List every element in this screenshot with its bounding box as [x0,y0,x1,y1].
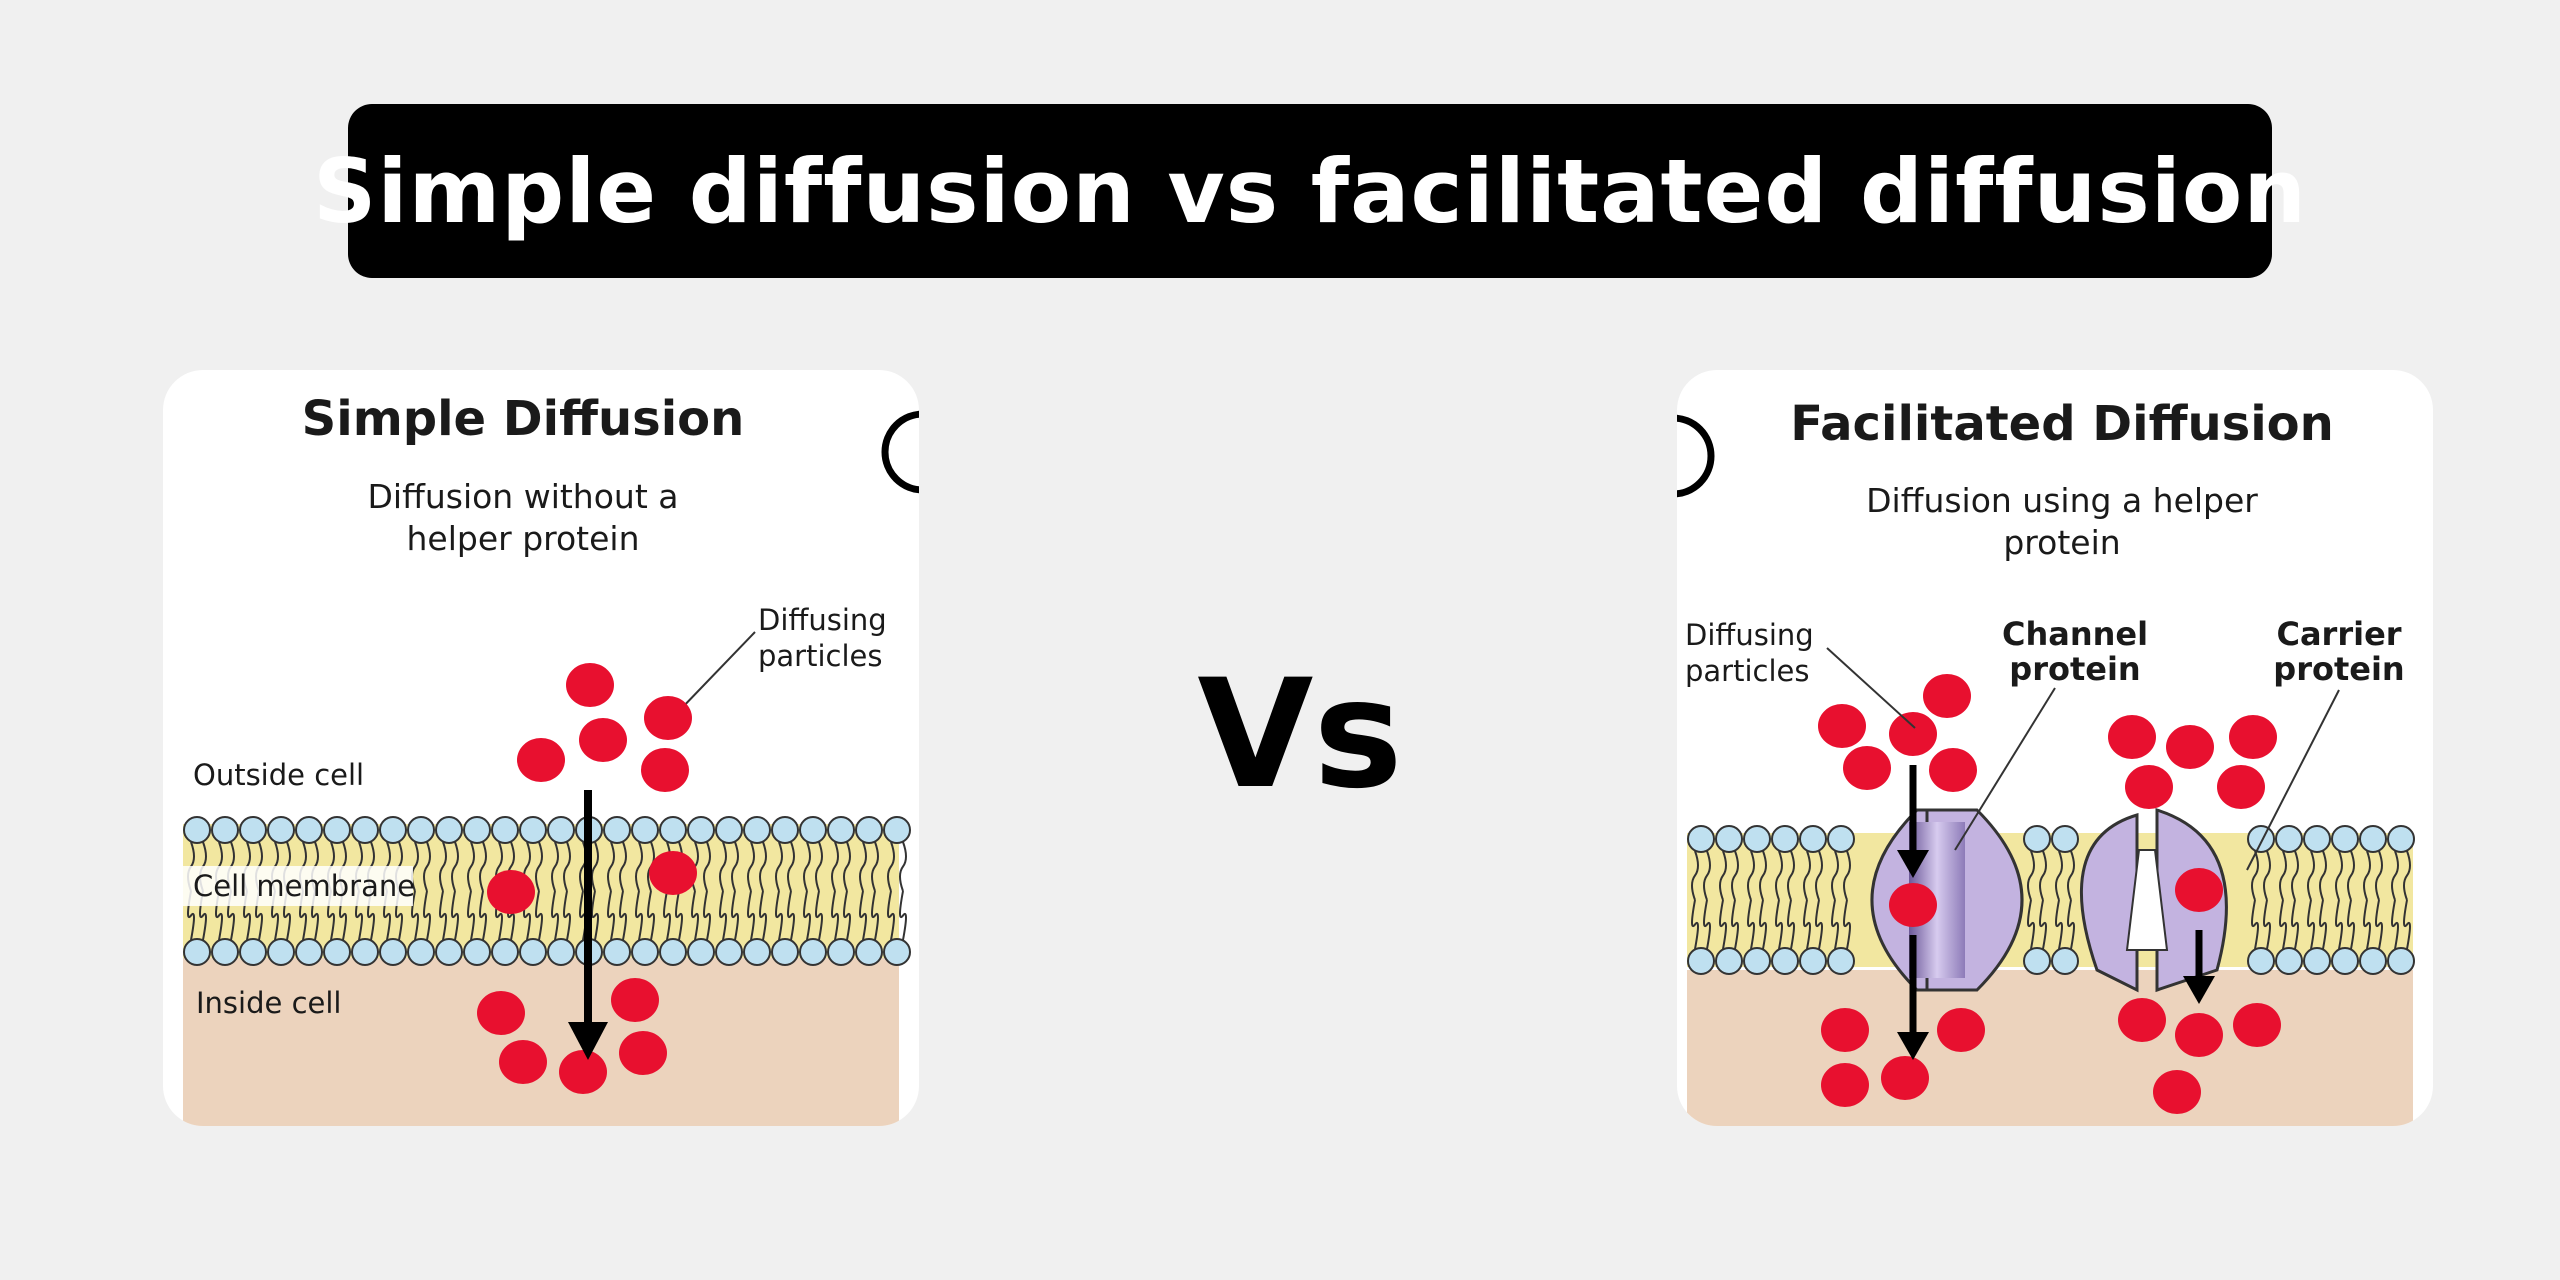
logo-circle-icon [1677,414,1715,498]
title-banner: Simple diffusion vs facilitated diffusio… [313,104,2306,278]
channel-label-line1: Channel [2002,615,2148,653]
inside-cell-region [1687,970,2413,1126]
page-title: Simple diffusion vs facilitated diffusio… [313,139,2307,243]
simple-subtitle-line2: helper protein [407,519,640,558]
inside-cell-label: Inside cell [196,986,341,1020]
vs-label: Vs [1197,648,1403,822]
channel-pointer-line [1954,687,2056,851]
cell-membrane [1687,825,2415,975]
particles-label-line2: particles [1685,654,1809,688]
diffusion-arrowhead-icon [568,1022,608,1060]
membrane-label-background [183,866,413,906]
facilitated-title: Facilitated Diffusion [1790,396,2334,452]
particles-label-line2: particles [758,639,882,673]
particles-pointer-line [1826,647,1916,729]
facilitated-subtitle-line2: protein [2003,523,2120,562]
facilitated-subtitle-line1: Diffusion using a helper [1866,481,2258,520]
facilitated-diffusion-diagram: Facilitated Diffusion Diffusion using a … [1677,370,2433,1126]
cell-membrane-label: Cell membrane [193,869,415,903]
carrier-pointer-line [2246,689,2340,871]
simple-diffusion-card: Simple Diffusion Diffusion without a hel… [163,370,919,1126]
simple-subtitle-line1: Diffusion without a [368,477,679,516]
channel-arrowhead-bottom-icon [1897,1032,1929,1060]
inside-cell-region [183,950,899,1126]
channel-arrowhead-top-icon [1897,850,1929,878]
carrier-label-line2: protein [2273,650,2404,688]
diffusing-particles [1818,674,2281,1114]
carrier-arrowhead-icon [2183,976,2215,1004]
logo-circle-icon [881,410,919,494]
diffusing-particles [477,663,697,1094]
simple-title: Simple Diffusion [302,391,745,447]
particles-label-line1: Diffusing [758,603,887,637]
carrier-label-line1: Carrier [2276,615,2401,653]
outside-cell-label: Outside cell [193,758,364,792]
channel-label-line2: protein [2009,650,2140,688]
particles-pointer-line [677,631,756,713]
carrier-gap [2125,849,2169,951]
facilitated-diffusion-card: Facilitated Diffusion Diffusion using a … [1677,370,2433,1126]
simple-diffusion-diagram: Simple Diffusion Diffusion without a hel… [163,370,919,1126]
particles-label-line1: Diffusing [1685,618,1814,652]
